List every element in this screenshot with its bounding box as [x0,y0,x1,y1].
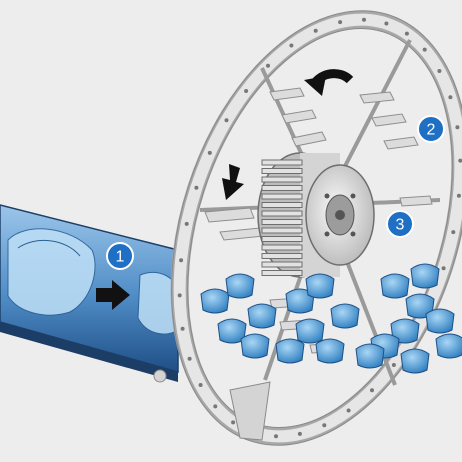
drum-blade [261,261,303,268]
drum-blade [261,270,303,276]
rim-bolt [370,388,374,393]
rim-bolt [391,363,396,367]
conveyor-belt [0,204,179,382]
rim-bolt [180,326,185,331]
callout-2: 2 [417,115,445,143]
rim-bolt [289,43,294,48]
fish-piece [425,308,455,334]
drum-blade [261,193,303,200]
rim-bolt [187,356,192,361]
callout-2-label: 2 [427,122,436,139]
fish-piece [435,333,462,359]
callout-3-label: 3 [396,217,405,234]
arrow-right-icon [96,280,130,310]
fish-piece [285,288,315,314]
rim-bolt [274,434,278,439]
fish-piece [355,343,385,369]
rim-bolt [346,408,351,413]
fish-piece [240,333,270,359]
rim-bolt [231,420,236,425]
fish-piece [380,273,410,299]
rim-bolt [322,423,327,428]
drum-blade [261,227,303,234]
rim-bolt [313,28,318,33]
fish-piece [200,288,230,314]
callout-1: 1 [106,242,134,270]
drum-blade [261,159,303,166]
rim-bolt [297,431,302,436]
rim-bolt [177,293,182,298]
drum-blade [261,185,303,191]
arrow-curved-icon [304,69,354,96]
fish-piece [305,273,335,299]
rim-bolt [184,221,189,226]
rim-bolt [338,20,343,25]
rim-bolt [422,47,427,52]
drum-blade [261,253,303,259]
fish-piece [330,303,360,329]
rim-bolt [451,230,456,235]
rim-bolt [404,31,409,36]
drum-blade [261,202,303,208]
drum-blade [261,236,303,242]
fish-piece [225,273,255,299]
central-drum [257,152,375,278]
rim-bolt [266,63,270,68]
callout-1-label: 1 [116,249,125,266]
fish-pieces [200,263,462,374]
drum-blade [261,244,303,251]
rim-bolt [458,158,462,163]
drum-blade [261,176,303,183]
fish-piece [295,318,325,344]
rim-bolt [179,258,184,263]
rim-bolt [244,89,249,93]
rim-bolt [207,150,212,155]
rim-bolt [362,17,366,22]
rim-bolt [456,193,461,198]
drum-blade [261,210,303,217]
rim-bolt [437,69,442,73]
rim-bolt [194,185,199,190]
rim-bolt [455,125,460,130]
fish-piece [275,338,305,364]
rim-bolt [448,95,453,100]
rim-bolt [224,118,229,123]
fish-piece [410,263,440,289]
arrow-down-icon [222,164,244,200]
callout-3: 3 [386,210,414,238]
rim-bolt [441,266,446,271]
fish-piece [247,303,277,329]
drum-blade [261,219,303,225]
rim-bolt [384,21,389,26]
rim-bolt [213,404,218,409]
drum-blade [261,168,303,174]
machine-base [153,369,271,441]
fish-piece [400,348,430,374]
rim-bolt [198,383,203,387]
fish-piece [315,338,345,364]
